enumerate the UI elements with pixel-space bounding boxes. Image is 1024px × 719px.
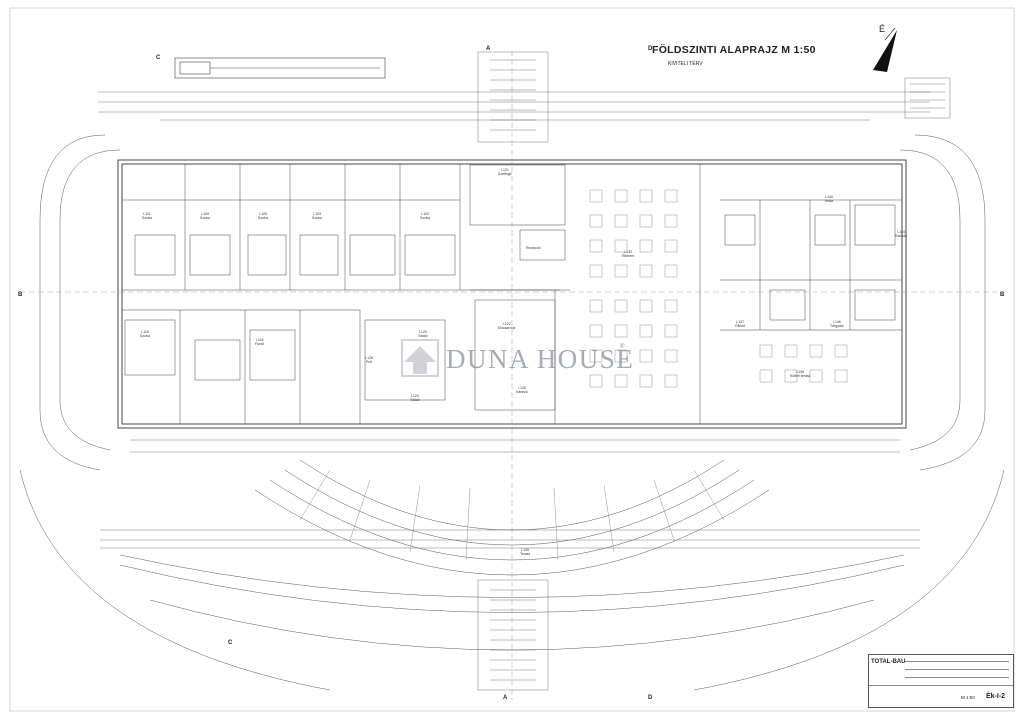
section-marker-top-a: A <box>486 46 491 52</box>
north-stair <box>477 51 549 143</box>
title-block-rule <box>905 677 1009 678</box>
title-block-scale: M 1:50 <box>961 695 975 700</box>
title-block-rule <box>869 685 1013 686</box>
section-lines <box>20 50 1004 700</box>
title-block: TOTAL-BAU M 1:50 Ék-I-2 <box>868 654 1014 708</box>
drawing-title: FÖLDSZINTI ALAPRAJZ M 1:50 <box>652 44 816 56</box>
compass-label: É <box>879 24 886 34</box>
outer-walkway <box>39 134 986 471</box>
central-hall <box>469 164 570 424</box>
drawing-subtitle: KIVITELI TERV <box>668 61 703 67</box>
section-marker-top-d: D <box>648 46 653 52</box>
terrace-arcs <box>19 459 1005 691</box>
watermark-registered-mark: ® <box>620 344 625 350</box>
section-marker-bottom-c: C <box>228 640 233 646</box>
title-block-sheet-code: Ék-I-2 <box>986 693 1006 700</box>
section-marker-bottom-d: D <box>648 695 653 701</box>
section-marker-top-c: C <box>156 55 161 61</box>
north-annex <box>174 57 386 79</box>
reception-label: Recepció <box>526 246 541 250</box>
watermark-brand: DUNA HOUSE <box>446 344 635 374</box>
northeast-stair <box>904 77 951 119</box>
right-wing-rooms <box>699 164 902 424</box>
dimension-lines-top <box>98 91 930 121</box>
section-marker-left-b: B <box>18 292 23 298</box>
title-block-rule <box>905 669 1009 670</box>
title-block-rule <box>905 661 1009 662</box>
section-marker-bottom-a: A <box>503 695 508 701</box>
sheet-frame <box>9 7 1015 712</box>
south-stair <box>477 579 549 691</box>
left-wing-rooms <box>122 164 560 424</box>
restaurant-tables <box>589 189 848 388</box>
north-arrow-icon <box>873 27 897 72</box>
title-block-company: TOTAL-BAU <box>871 659 906 665</box>
dimension-lines-bottom <box>100 439 920 549</box>
terrace-steps <box>299 469 725 561</box>
duna-house-logo-icon <box>401 339 439 377</box>
section-marker-right-b: B <box>1000 292 1005 298</box>
